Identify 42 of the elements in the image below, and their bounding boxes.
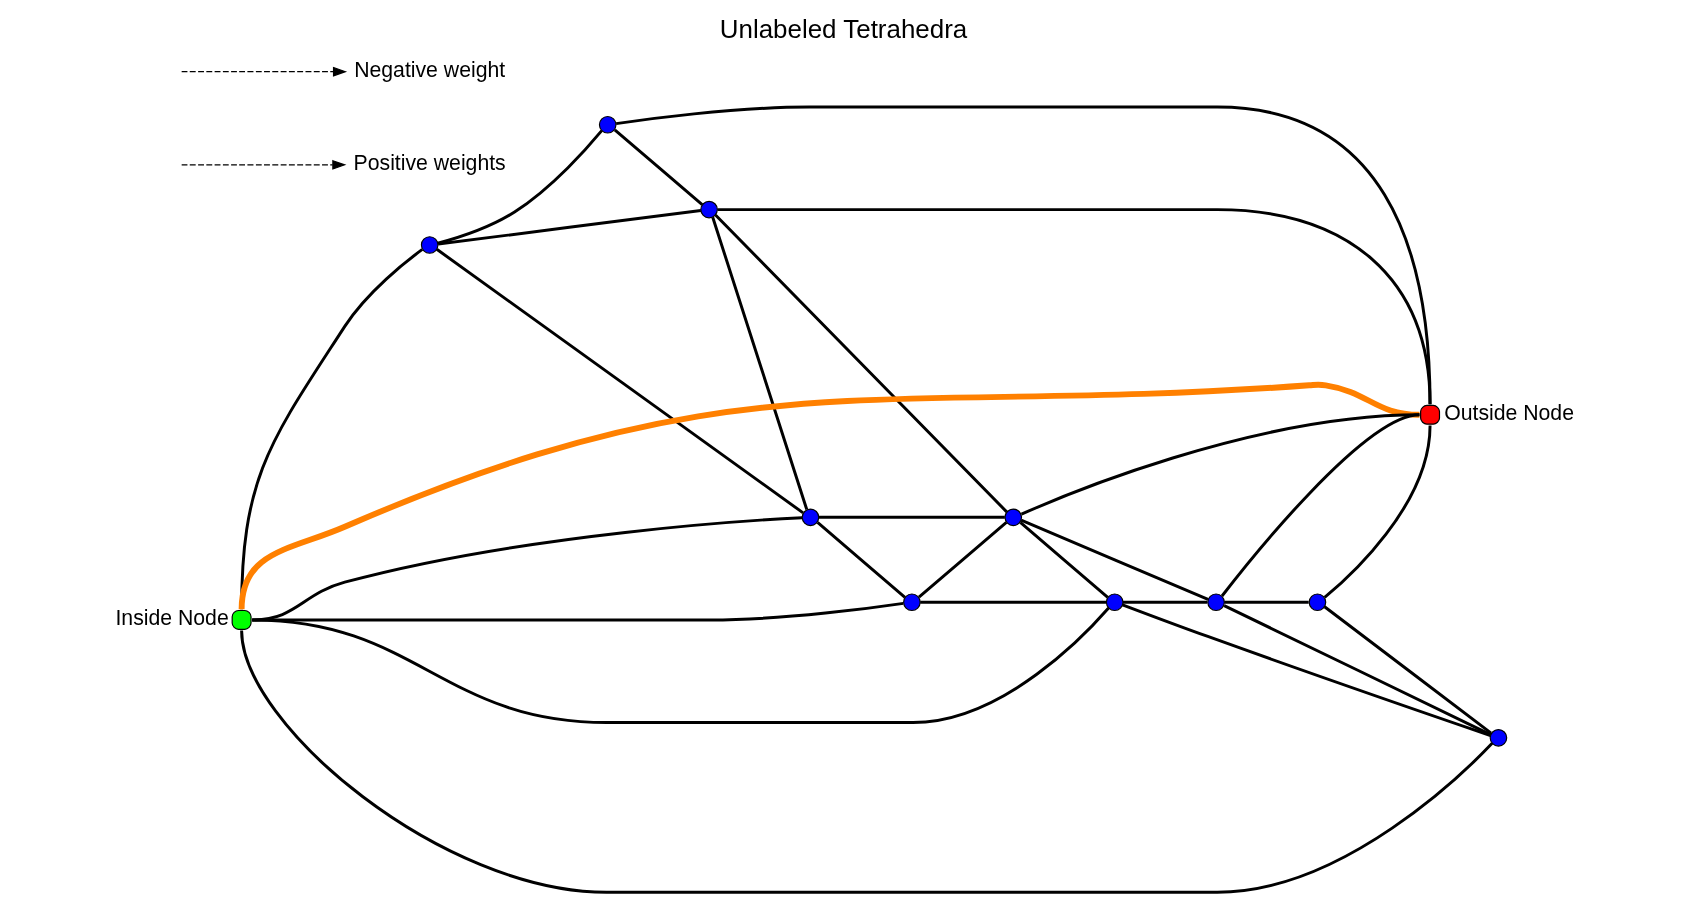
node-circle [1105,593,1123,612]
diagram-title: Unlabeled Tetrahedra [719,15,967,44]
connector [713,213,1008,513]
node-label: Outside Node [1443,400,1574,424]
connector [1020,518,1209,601]
node-circle [801,508,819,527]
arrow [180,159,346,170]
node-circle [1489,729,1507,747]
node-circle [699,200,718,219]
connector [816,521,906,599]
node-circle [598,115,617,134]
connector [435,248,804,515]
node-label: Inside Node [114,606,229,630]
connector [710,216,808,510]
arrow [180,66,347,77]
connector [1018,521,1109,599]
connector [1323,605,1492,735]
connector [919,600,1106,604]
connector [239,630,1493,894]
connector [437,209,701,246]
node-circle [1206,593,1225,612]
connector [717,208,1432,405]
connector [917,521,1007,599]
node-circle [902,593,921,612]
node-text: Positive weights [353,151,506,175]
connector [1122,600,1207,604]
node-circle [420,236,438,254]
connector [615,105,1432,405]
connector [1223,600,1309,604]
node-circle [1003,508,1022,527]
connector [613,128,703,206]
connector [1323,425,1432,599]
connector [436,129,603,245]
connector [1220,413,1420,597]
connector [238,381,1420,610]
connector [1020,413,1419,516]
connector [251,607,1110,724]
node-text: Negative weight [353,57,505,81]
connector [1121,603,1491,737]
connector [818,515,1005,519]
node-circle [1308,593,1326,612]
connector [1223,604,1491,736]
